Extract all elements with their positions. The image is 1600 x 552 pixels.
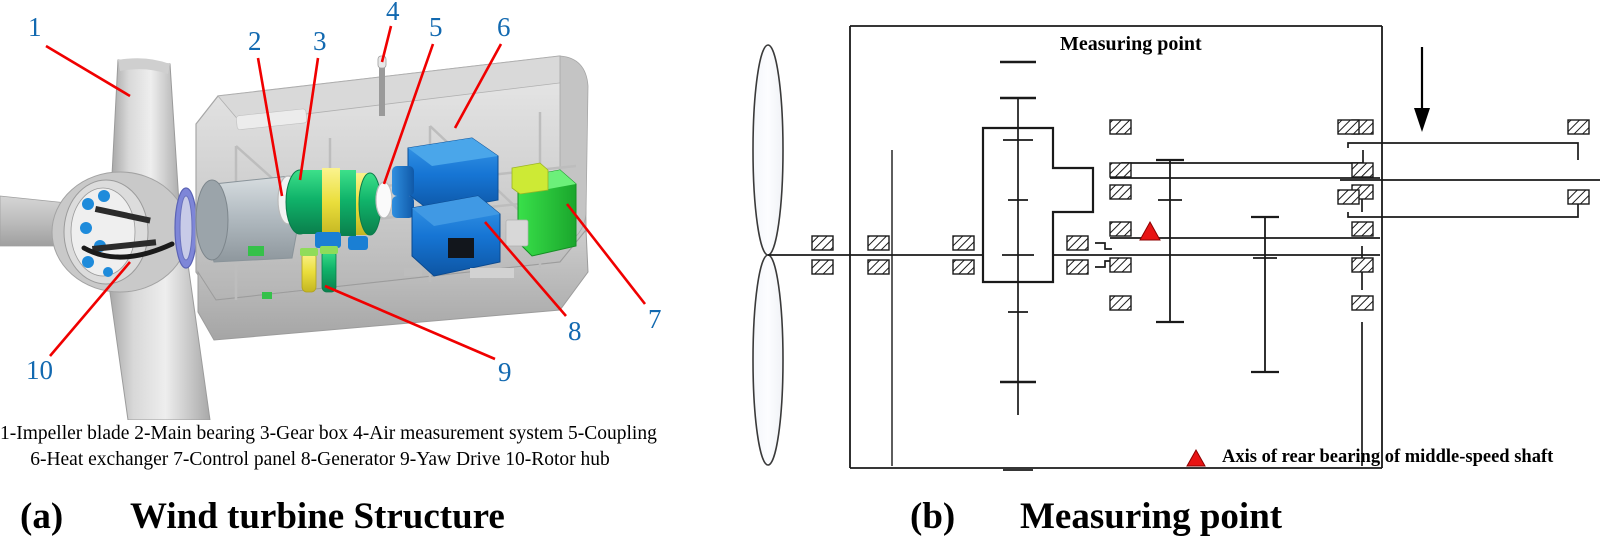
- parts-legend-line-2: 6-Heat exchanger 7-Control panel 8-Gener…: [30, 449, 610, 470]
- parts-legend-line-1: 1-Impeller blade 2-Main bearing 3-Gear b…: [0, 423, 657, 444]
- gear-box: [285, 168, 382, 250]
- callout-number-2: 2: [248, 26, 262, 56]
- gear-wheel-2: [1251, 215, 1279, 374]
- heat-exchanger: [392, 137, 499, 218]
- callout-number-8: 8: [568, 316, 582, 346]
- rotor-hub: [51, 171, 198, 293]
- callout-number-5: 5: [429, 12, 443, 42]
- callout-leader-lines: [45, 25, 647, 361]
- callout-number-6: 6: [497, 12, 511, 42]
- nacelle-interior-details: [248, 246, 514, 299]
- wind-turbine-render: [0, 25, 647, 420]
- leader-line-9: [324, 284, 496, 361]
- axis-marker-triangle: [1139, 220, 1161, 241]
- main-shaft-housing: [195, 175, 301, 263]
- panel-a-caption-label: (a): [20, 496, 64, 537]
- gearbox-housing: [849, 25, 1383, 469]
- leader-line-7: [565, 203, 647, 305]
- callout-number-7: 7: [648, 304, 662, 334]
- callout-number-1: 1: [28, 12, 42, 42]
- panel-a-caption-text: Wind turbine Structure: [130, 496, 505, 537]
- triangle-icon: [1186, 448, 1206, 466]
- measuring-point-label: Measuring point: [1060, 33, 1202, 55]
- leader-line-8: [484, 221, 567, 317]
- rotor-blade-symbols: [752, 44, 784, 466]
- panel-b-caption-text: Measuring point: [1020, 496, 1283, 537]
- axis-legend: Axis of rear bearing of middle-speed sha…: [1186, 447, 1553, 468]
- panel-a-wind-turbine-structure: 1 2 3 4 5 6 7 8 9 10 1-Impeller blade 2-…: [0, 0, 740, 552]
- gear-wheel-1: [1156, 158, 1184, 324]
- callout-number-3: 3: [313, 26, 327, 56]
- gearbox-kinematic-schematic: [752, 25, 1600, 471]
- leader-line-1: [45, 44, 131, 98]
- panel-b-caption-label: (b): [910, 496, 956, 537]
- sun-gear-output: [1095, 242, 1112, 268]
- panel-b-caption: (b) Measuring point: [910, 495, 1282, 538]
- air-measurement-system: [377, 55, 387, 116]
- callout-number-10: 10: [26, 355, 53, 385]
- measuring-point-arrow: [1414, 47, 1430, 132]
- generator: [411, 195, 501, 277]
- axis-legend-text: Axis of rear bearing of middle-speed sha…: [1222, 447, 1554, 467]
- yaw-drive: [300, 246, 338, 293]
- bearing-symbols: [811, 119, 1590, 311]
- panel-a-caption: (a) Wind turbine Structure: [20, 495, 505, 538]
- leader-line-10: [49, 261, 131, 357]
- panel-b-measuring-point: Measuring point Axis of rear bearing of …: [740, 0, 1600, 552]
- leader-line-6: [453, 43, 503, 129]
- coupling: [375, 181, 393, 219]
- leader-line-4: [380, 25, 393, 63]
- control-panel: [505, 162, 577, 257]
- leader-line-5: [382, 43, 435, 185]
- leader-line-2: [256, 57, 284, 197]
- callout-number-9: 9: [498, 357, 512, 387]
- callout-number-4: 4: [386, 0, 400, 26]
- leader-line-3: [298, 57, 320, 181]
- planetary-carrier: [981, 60, 1095, 471]
